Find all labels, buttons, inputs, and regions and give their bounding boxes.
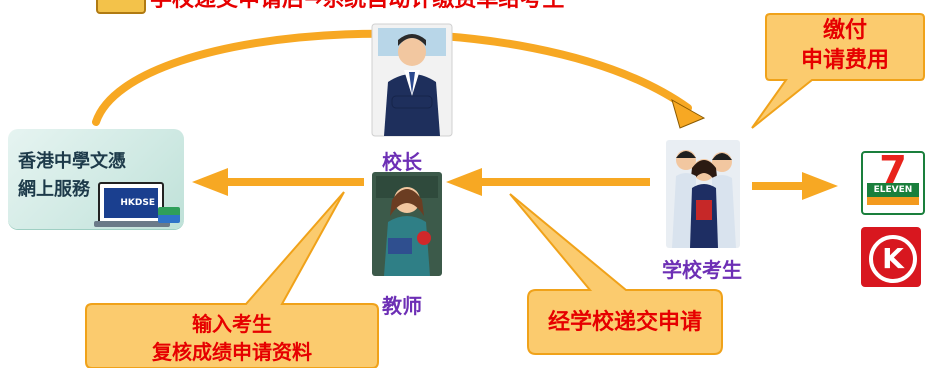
eleven-band: ELEVEN (867, 183, 919, 197)
callout-pay-line1: 缴付 (822, 18, 867, 43)
arrow-student-to-stores-shaft (752, 182, 804, 190)
callout-input-line2: 复核成绩申请资料 (152, 340, 312, 364)
portal-line1: 香港中學文憑 (18, 151, 126, 172)
circle-k-logo: K (861, 227, 921, 287)
students-illustration (666, 140, 740, 248)
callout-pay-bubble (751, 13, 925, 129)
callout-pay-line2: 申请费用 (800, 48, 889, 73)
callout-input-text: 输入考生 复核成绩申请资料 (86, 310, 378, 366)
role-principal-label: 校长 (382, 150, 422, 174)
monitor-screen-text: HKDSE (104, 188, 158, 218)
portal-line2: 網上服務 (18, 179, 90, 200)
keyboard-icon (94, 221, 170, 227)
role-teacher-label: 教师 (382, 294, 422, 318)
arrow-student-to-teacher-shaft (480, 178, 650, 186)
circle-k-mark: K (869, 235, 917, 283)
title-icon (96, 0, 146, 14)
arrow-teacher-to-portal-head (192, 168, 228, 196)
books-icon (158, 207, 180, 223)
arrow-student-to-stores-head (802, 172, 838, 200)
return-arc-arrow (92, 29, 692, 126)
return-arc-arrowhead (671, 98, 706, 129)
callout-input-line1: 输入考生 (192, 312, 272, 336)
orange-band (867, 197, 919, 205)
seven-eleven-logo: 7 ELEVEN (861, 149, 925, 215)
monitor-icon: HKDSE (98, 182, 164, 224)
role-student-label: 学校考生 (662, 258, 742, 282)
hkdse-portal-logo: 香港中學文憑 網上服務 HKDSE (8, 129, 184, 229)
callout-submit-bubble (509, 193, 723, 355)
teacher-illustration (372, 172, 442, 276)
page-title: 学校递交申请后→系统自动计缴费单给考生 (150, 0, 710, 12)
callout-pay-text: 缴付 申请费用 (766, 16, 924, 76)
callout-submit-text: 经学校递交申请 (547, 310, 702, 335)
principal-illustration (371, 23, 453, 137)
arrow-student-to-teacher-head (446, 168, 482, 196)
arrow-teacher-to-portal-shaft (226, 178, 364, 186)
